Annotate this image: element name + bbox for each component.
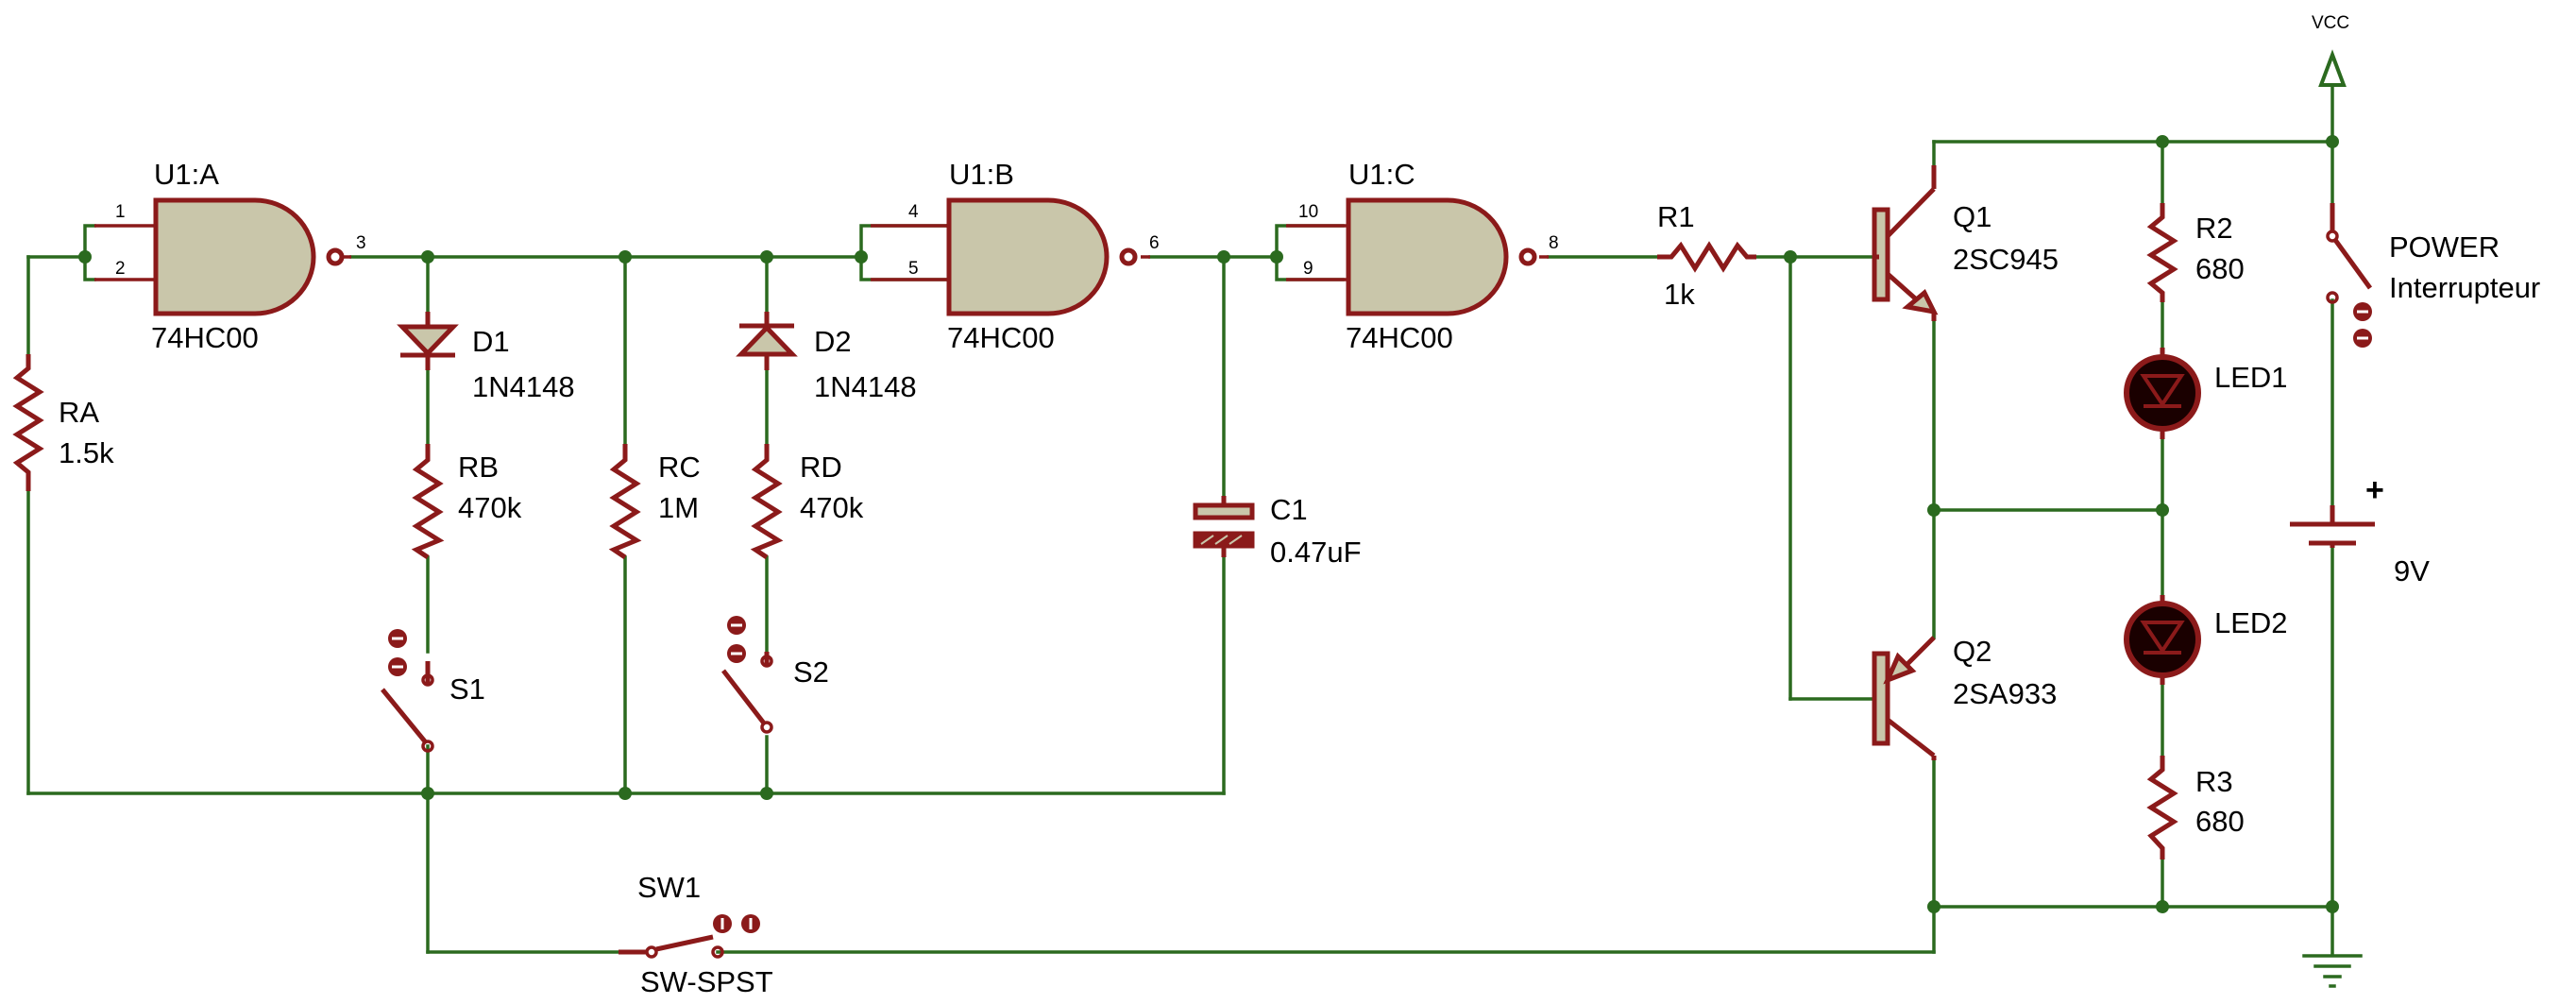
resistor-ref-label: R2 xyxy=(2195,212,2233,245)
junction-dot xyxy=(2156,900,2169,913)
junction-dot xyxy=(619,787,632,800)
transistor-part-label: 2SA933 xyxy=(1953,677,2057,710)
resistor-value-label: 470k xyxy=(800,491,864,524)
resistor-ref-label: RD xyxy=(800,451,842,484)
led-ref-label: LED1 xyxy=(2214,361,2288,394)
gate-part-label: 74HC00 xyxy=(151,321,259,354)
vcc-label: VCC xyxy=(2312,13,2349,33)
diode-d1[interactable]: D1 1N4148 xyxy=(397,312,575,403)
resistor-ra[interactable]: RA 1.5k xyxy=(12,354,114,491)
pin-number: 4 xyxy=(908,202,919,222)
junction-dot xyxy=(1927,503,1940,517)
pin-number: 1 xyxy=(115,202,126,222)
resistor-value-label: 680 xyxy=(2195,252,2245,285)
led-led2[interactable]: LED2 xyxy=(2124,595,2288,685)
junctions xyxy=(78,135,2339,913)
resistor-value-label: 1k xyxy=(1664,278,1695,311)
gate-ref-label: U1:B xyxy=(949,158,1014,191)
ground-icon xyxy=(2302,954,2363,988)
resistor-value-label: 470k xyxy=(458,491,522,524)
resistor-value-label: 680 xyxy=(2195,805,2245,838)
switch-ref-label: POWER xyxy=(2389,230,2500,264)
gate-u1b[interactable]: U1:B 74HC00 4 5 6 xyxy=(871,158,1160,354)
junction-dot xyxy=(855,250,868,264)
junction-dot xyxy=(760,250,773,264)
switch-ref-label: S2 xyxy=(793,655,829,689)
junction-dot xyxy=(421,250,434,264)
junction-dot xyxy=(1927,900,1940,913)
resistor-r2[interactable]: R2 680 xyxy=(2146,203,2245,302)
pin-number: 6 xyxy=(1149,233,1160,253)
resistor-rd[interactable]: RD 470k xyxy=(750,444,864,560)
diode-ref-label: D2 xyxy=(814,325,852,358)
capacitor-value-label: 0.47uF xyxy=(1270,536,1362,569)
junction-dot xyxy=(1217,250,1230,264)
gate-u1a[interactable]: U1:A 74HC00 1 2 3 xyxy=(94,158,366,354)
capacitor-ref-label: C1 xyxy=(1270,493,1308,526)
switch-ref-label: S1 xyxy=(449,672,485,706)
led-ref-label: LED2 xyxy=(2214,606,2288,639)
junction-dot xyxy=(78,250,92,264)
junction-dot xyxy=(2156,135,2169,148)
switch-s1[interactable]: S1 xyxy=(381,629,485,753)
resistor-value-label: 1M xyxy=(658,491,699,524)
gate-part-label: 74HC00 xyxy=(1346,321,1453,354)
transistor-q2[interactable]: Q2 2SA933 xyxy=(1872,635,2057,760)
diode-part-label: 1N4148 xyxy=(472,370,575,403)
gate-ref-label: U1:A xyxy=(154,158,219,191)
capacitor-c1[interactable]: C1 0.47uF xyxy=(1193,493,1362,569)
switch-sw1[interactable]: SW1 SW-SPST xyxy=(619,871,773,998)
resistor-r1[interactable]: R1 1k xyxy=(1657,200,1756,311)
switch-ref-label: SW1 xyxy=(637,871,701,904)
junction-dot xyxy=(2326,135,2339,148)
junction-dot xyxy=(1784,250,1797,264)
junction-dot xyxy=(1270,250,1283,264)
switch-part-label: SW-SPST xyxy=(640,965,773,998)
junction-dot xyxy=(2326,900,2339,913)
diode-d2[interactable]: D2 1N4148 xyxy=(736,312,917,403)
pin-number: 2 xyxy=(115,259,126,279)
junction-dot xyxy=(760,787,773,800)
pin-number: 5 xyxy=(908,259,919,279)
resistor-rb[interactable]: RB 470k xyxy=(411,444,522,560)
resistor-ref-label: RC xyxy=(658,451,701,484)
junction-dot xyxy=(619,250,632,264)
switch-s2[interactable]: S2 xyxy=(721,616,829,734)
switch-part-label: Interrupteur xyxy=(2389,271,2540,304)
junction-dot xyxy=(2156,503,2169,517)
diode-part-label: 1N4148 xyxy=(814,370,917,403)
resistor-ref-label: R1 xyxy=(1657,200,1695,233)
resistor-r3[interactable]: R3 680 xyxy=(2146,756,2245,859)
gate-u1c[interactable]: U1:C 74HC00 10 9 8 xyxy=(1286,158,1559,354)
diode-ref-label: D1 xyxy=(472,325,510,358)
pin-number: 3 xyxy=(356,233,366,253)
pin-number: 8 xyxy=(1549,233,1559,253)
battery-value-label: 9V xyxy=(2394,554,2430,587)
resistor-rc[interactable]: RC 1M xyxy=(608,444,701,560)
transistor-ref-label: Q2 xyxy=(1953,635,1991,668)
resistor-value-label: 1.5k xyxy=(59,436,114,469)
resistor-ref-label: RA xyxy=(59,396,99,429)
resistor-ref-label: RB xyxy=(458,451,499,484)
pin-number: 10 xyxy=(1298,202,1318,222)
vcc-terminal: VCC xyxy=(2312,13,2349,87)
resistor-ref-label: R3 xyxy=(2195,765,2233,798)
battery-9v[interactable]: + 9V xyxy=(2290,472,2430,587)
transistor-part-label: 2SC945 xyxy=(1953,243,2059,276)
switch-power[interactable]: POWER Interrupteur xyxy=(2326,203,2540,348)
gate-part-label: 74HC00 xyxy=(947,321,1055,354)
gate-ref-label: U1:C xyxy=(1348,158,1415,191)
led-led1[interactable]: LED1 xyxy=(2124,348,2288,439)
transistor-ref-label: Q1 xyxy=(1953,200,1991,233)
junction-dot xyxy=(421,787,434,800)
transistor-q1[interactable]: Q1 2SC945 xyxy=(1872,165,2059,321)
pin-number: 9 xyxy=(1303,259,1313,279)
battery-plus-sign: + xyxy=(2365,472,2384,508)
